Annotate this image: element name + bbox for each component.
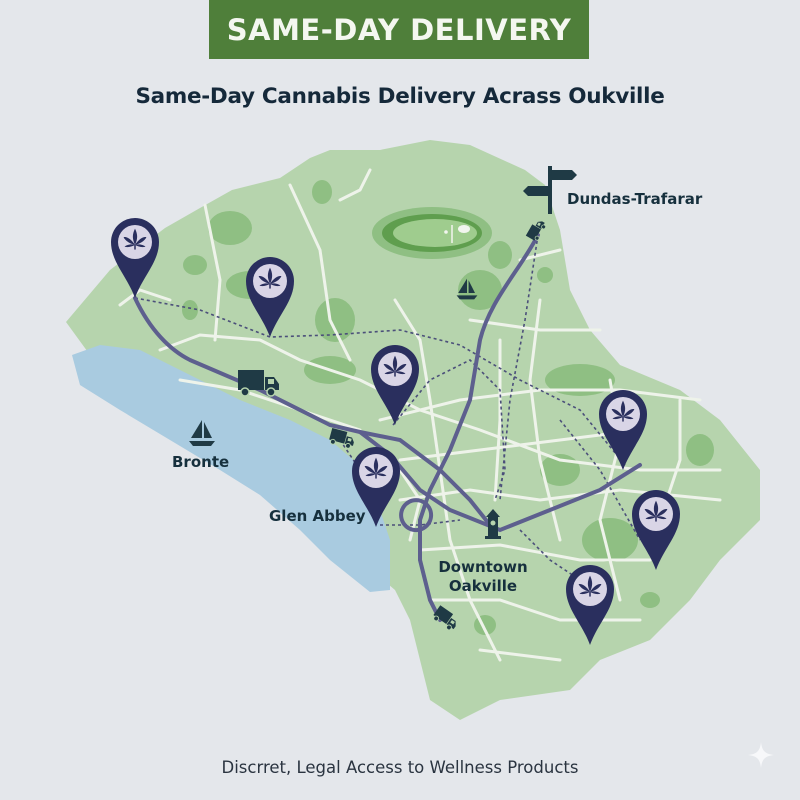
sparkle-icon bbox=[748, 742, 774, 768]
golf-course-icon bbox=[372, 207, 492, 259]
signpost-icon bbox=[523, 166, 577, 214]
page-title: Same-Day Cannabis Delivery Acrass Oukvil… bbox=[135, 84, 665, 109]
label-downtown-line1: Downtown bbox=[438, 558, 528, 576]
banner-text: SAME-DAY DELIVERY bbox=[226, 12, 572, 47]
label-downtown-line2: Oakville bbox=[448, 577, 518, 595]
delivery-paths bbox=[134, 234, 641, 581]
footer-tagline: Discrret, Legal Access to Wellness Produ… bbox=[221, 758, 579, 777]
label-downtown-oakville: Downtown Oakville bbox=[438, 558, 528, 596]
clock-tower-icon bbox=[485, 509, 501, 539]
label-glen-abbey: Glen Abbey bbox=[269, 507, 366, 525]
lake-water bbox=[72, 345, 390, 592]
label-dundas-trafalgar: Dundas-Trafarar bbox=[567, 190, 703, 208]
same-day-delivery-banner: SAME-DAY DELIVERY bbox=[209, 0, 589, 59]
label-bronte: Bronte bbox=[172, 453, 230, 471]
